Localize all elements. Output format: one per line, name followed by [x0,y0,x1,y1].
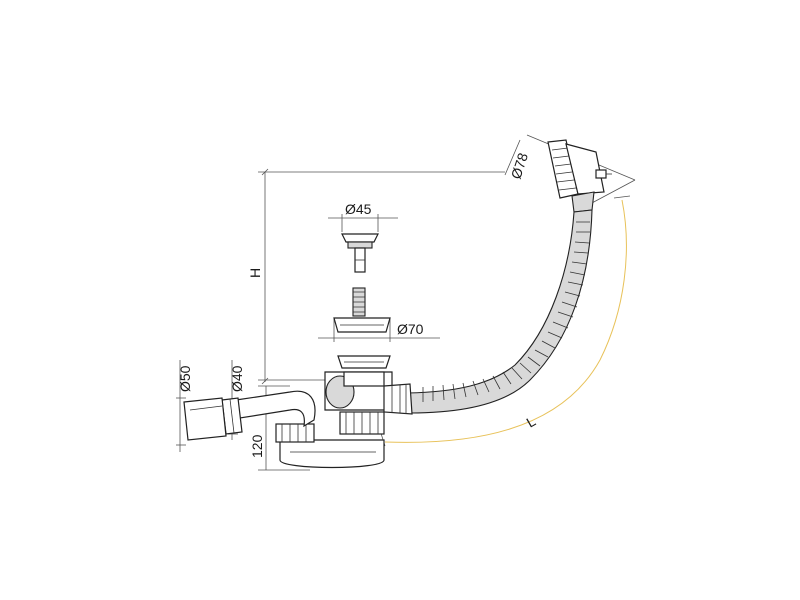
plug-diameter-label: Ø45 [345,201,372,217]
waste-diameter-label: Ø70 [397,321,424,337]
overflow-head [547,139,612,213]
outlet-outer-diameter-label: Ø50 [177,365,193,392]
height-label: H [247,268,263,278]
overflow-diameter-label: Ø78 [508,151,531,181]
dimension-labels: Ø78 Ø45 Ø70 H L Ø50 Ø40 120 [177,151,538,458]
corrugated-hose [407,209,593,414]
length-label: L [524,413,539,431]
outlet-inner-diameter-label: Ø40 [229,365,245,392]
length-dimension-curve [384,199,627,443]
waste-body [275,355,413,469]
outlet-elbow [183,390,316,441]
trap-height-label: 120 [249,434,265,458]
plug-assembly [333,233,391,333]
